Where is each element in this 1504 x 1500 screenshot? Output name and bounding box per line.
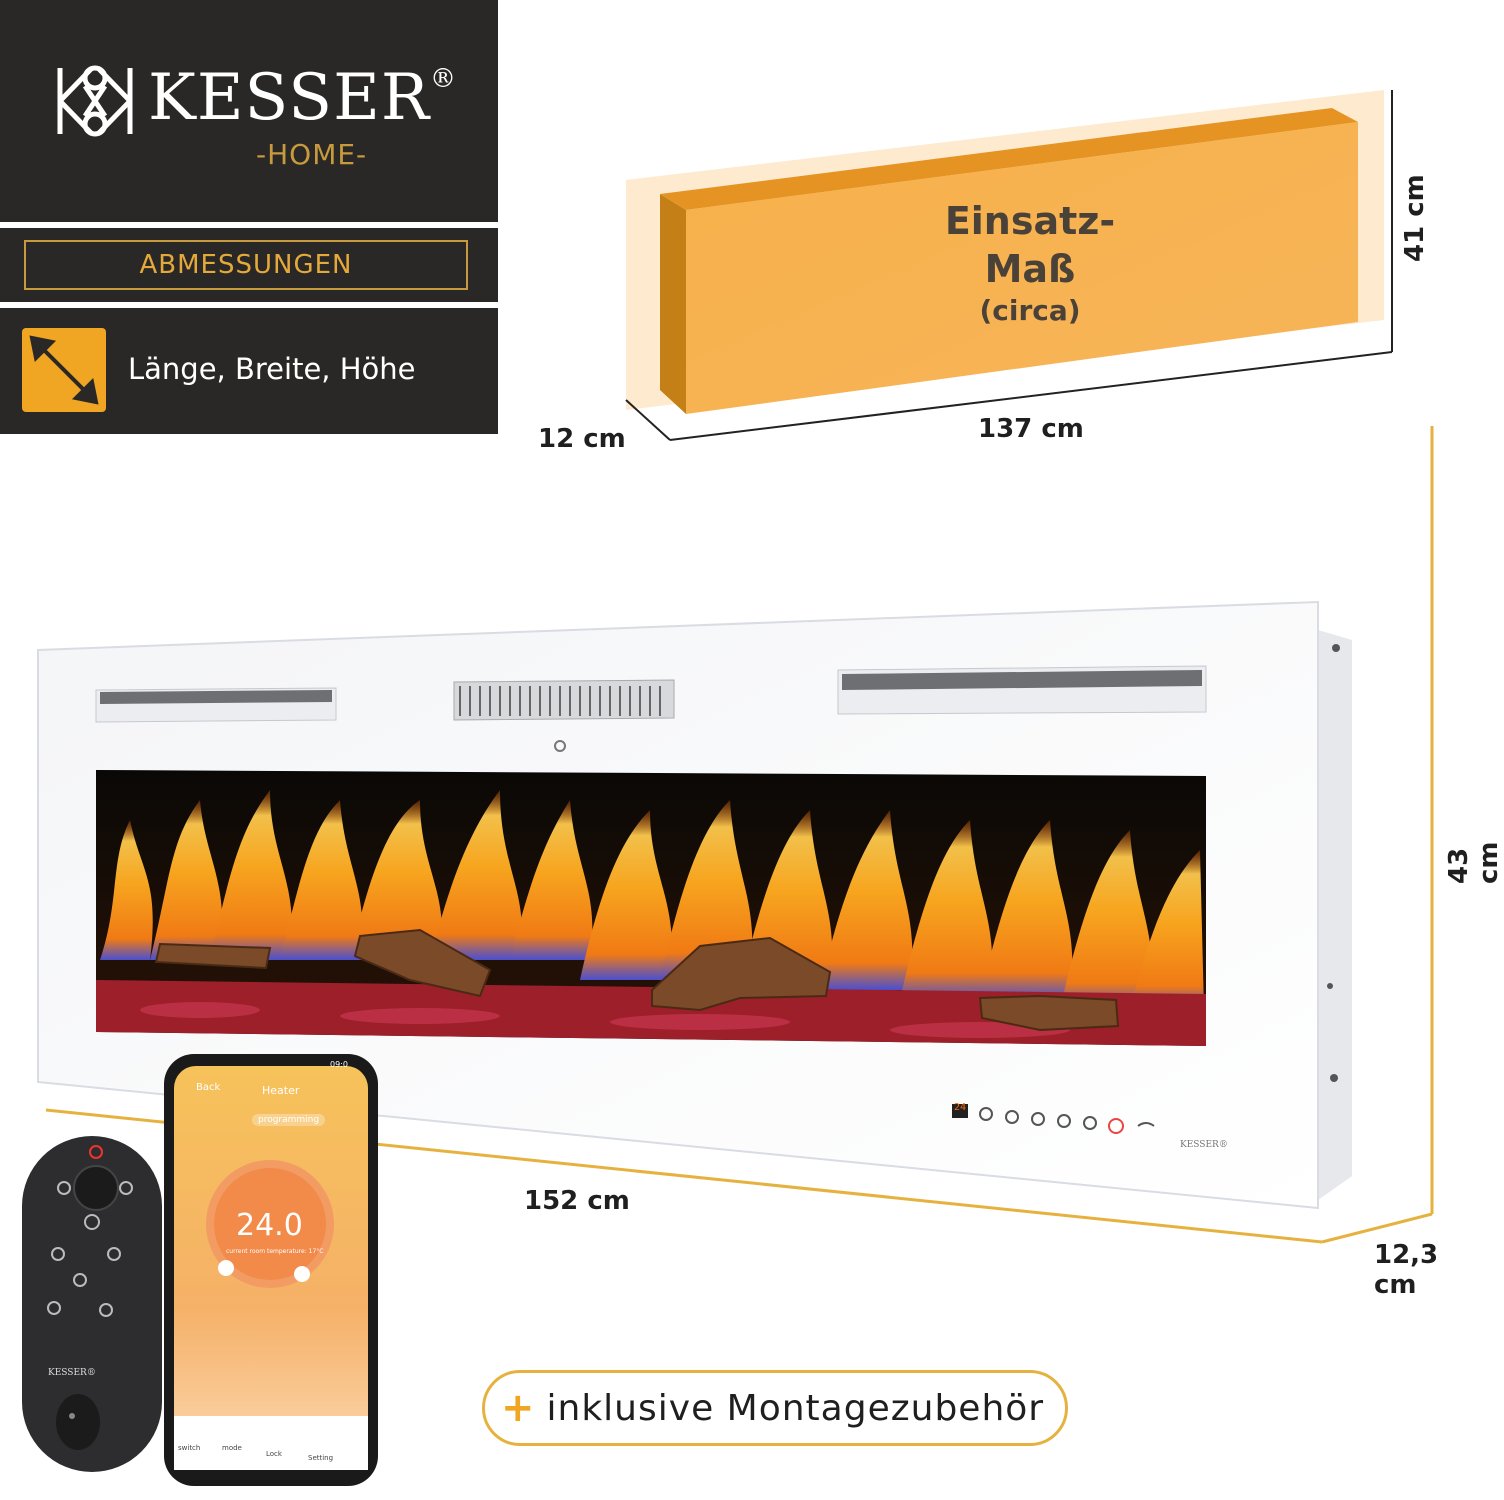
kesser-logo-icon xyxy=(57,65,133,137)
dimensions-label: Länge, Breite, Höhe xyxy=(128,352,416,386)
panel-display: 24 xyxy=(954,1102,967,1113)
diagonal-arrow-icon xyxy=(22,328,106,412)
insert-height-label: 41 cm xyxy=(1400,174,1430,262)
section-title-box: ABMESSUNGEN xyxy=(0,228,498,302)
phone-mode[interactable]: programming xyxy=(252,1114,326,1126)
dimensions-legend: Länge, Breite, Höhe xyxy=(0,308,498,434)
accessory-text: inklusive Montagezubehör xyxy=(546,1387,1045,1429)
insert-label: Einsatz- Maß (circa) xyxy=(944,199,1116,327)
phone-status-time: 09:0 xyxy=(330,1060,348,1069)
phone-temperature: 24.0 xyxy=(236,1208,303,1243)
insert-dimension-diagram xyxy=(625,90,1393,441)
phone-nav-setting[interactable]: Setting xyxy=(308,1454,334,1462)
brand-subtitle: -HOME- xyxy=(256,138,368,171)
unit-depth-label: 12,3 cm xyxy=(1374,1240,1439,1300)
smartphone xyxy=(164,1054,378,1486)
phone-nav-mode[interactable]: mode xyxy=(222,1444,242,1452)
phone-back[interactable]: Back xyxy=(196,1082,221,1093)
brand-header: KESSER® -HOME- xyxy=(0,0,498,222)
section-title: ABMESSUNGEN xyxy=(24,240,468,290)
remote-brand: KESSER® xyxy=(48,1368,96,1378)
phone-nav-switch[interactable]: switch xyxy=(178,1444,201,1452)
phone-room-temp: current room temperature: 17°C xyxy=(226,1248,324,1255)
insert-width-label: 137 cm xyxy=(978,414,1084,444)
phone-nav-lock[interactable]: Lock xyxy=(266,1450,282,1458)
panel-logo: KESSER® xyxy=(1180,1140,1228,1150)
unit-height-label: 43 cm xyxy=(1444,841,1504,884)
plus-icon: + xyxy=(501,1385,535,1431)
unit-width-label: 152 cm xyxy=(524,1186,630,1216)
remote-control xyxy=(22,1136,162,1472)
brand-name: KESSER® xyxy=(148,61,457,135)
insert-depth-label: 12 cm xyxy=(538,424,626,454)
accessory-badge: + inklusive Montagezubehör xyxy=(482,1370,1068,1446)
phone-title: Heater xyxy=(262,1084,300,1097)
